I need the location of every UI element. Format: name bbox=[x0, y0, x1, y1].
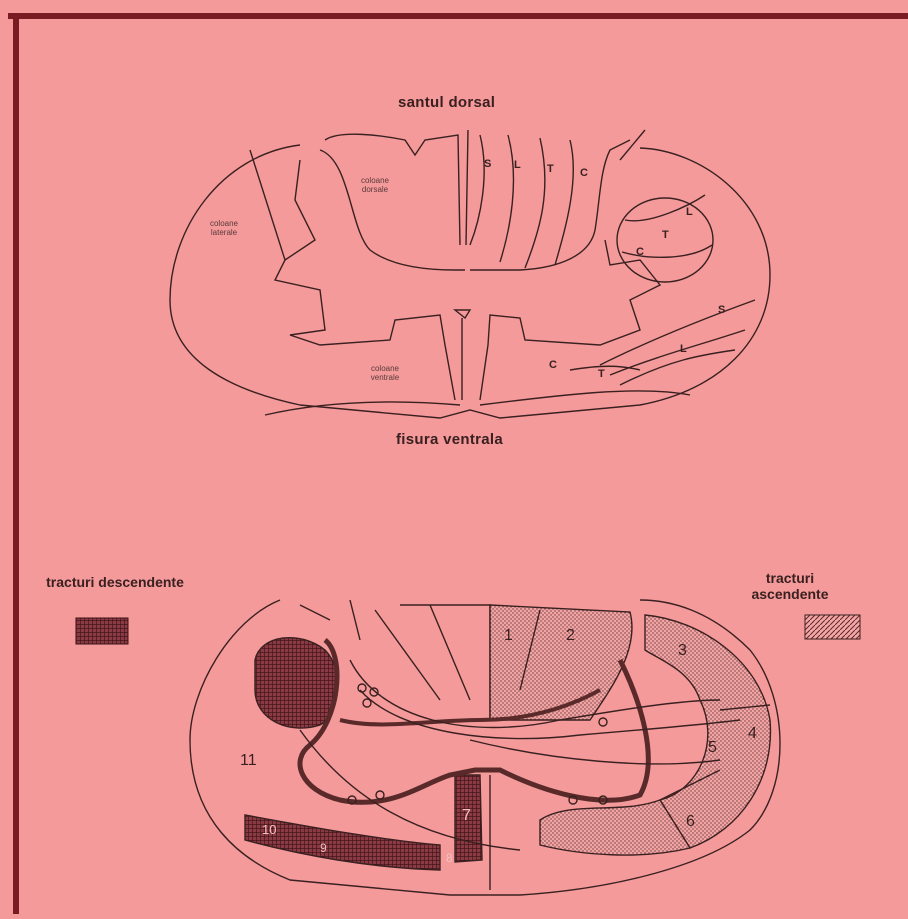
oval-seg-C: C bbox=[636, 246, 644, 258]
tract-1: 1 bbox=[504, 627, 513, 644]
tract-2: 2 bbox=[566, 627, 575, 644]
tract-8: 8 bbox=[446, 851, 453, 865]
lateral-columns-label: coloane laterale bbox=[196, 219, 252, 237]
tract-11: 11 bbox=[240, 752, 257, 769]
legend-ascending-swatch bbox=[805, 615, 860, 639]
dorsal-seg-S: S bbox=[484, 158, 491, 170]
tract-10: 10 bbox=[262, 822, 276, 837]
tract-7: 7 bbox=[462, 807, 471, 824]
top-segment-letters: S L T C L T C C T L S bbox=[484, 158, 725, 380]
ventral-seg-S: S bbox=[718, 304, 725, 316]
ventral-columns-label: coloane ventrale bbox=[358, 364, 412, 382]
tract-9: 9 bbox=[320, 841, 327, 855]
oval-seg-T: T bbox=[662, 229, 669, 241]
dorsal-seg-L: L bbox=[514, 159, 521, 171]
legend-descending-swatch bbox=[76, 618, 128, 644]
legend-descending-label: tracturi descendente bbox=[40, 574, 190, 590]
bottom-cord-section bbox=[190, 600, 780, 895]
ventral-fissure-label: fisura ventrala bbox=[396, 431, 503, 448]
dorsal-columns-label: coloane dorsale bbox=[348, 176, 402, 194]
dorsal-seg-C: C bbox=[580, 167, 588, 179]
tract-4: 4 bbox=[748, 725, 757, 742]
ventral-seg-T: T bbox=[598, 368, 605, 380]
legend-ascending-label: tracturi ascendente bbox=[730, 570, 850, 602]
oval-seg-L: L bbox=[686, 206, 693, 218]
ventral-seg-L: L bbox=[680, 343, 687, 355]
dorsal-sulcus-label: santul dorsal bbox=[398, 94, 495, 111]
tract-5: 5 bbox=[708, 739, 717, 756]
tract-6: 6 bbox=[686, 813, 695, 830]
ventral-seg-C: C bbox=[549, 359, 557, 371]
dorsal-seg-T: T bbox=[547, 163, 554, 175]
tract-3: 3 bbox=[678, 642, 687, 659]
top-cord-section bbox=[170, 130, 770, 418]
